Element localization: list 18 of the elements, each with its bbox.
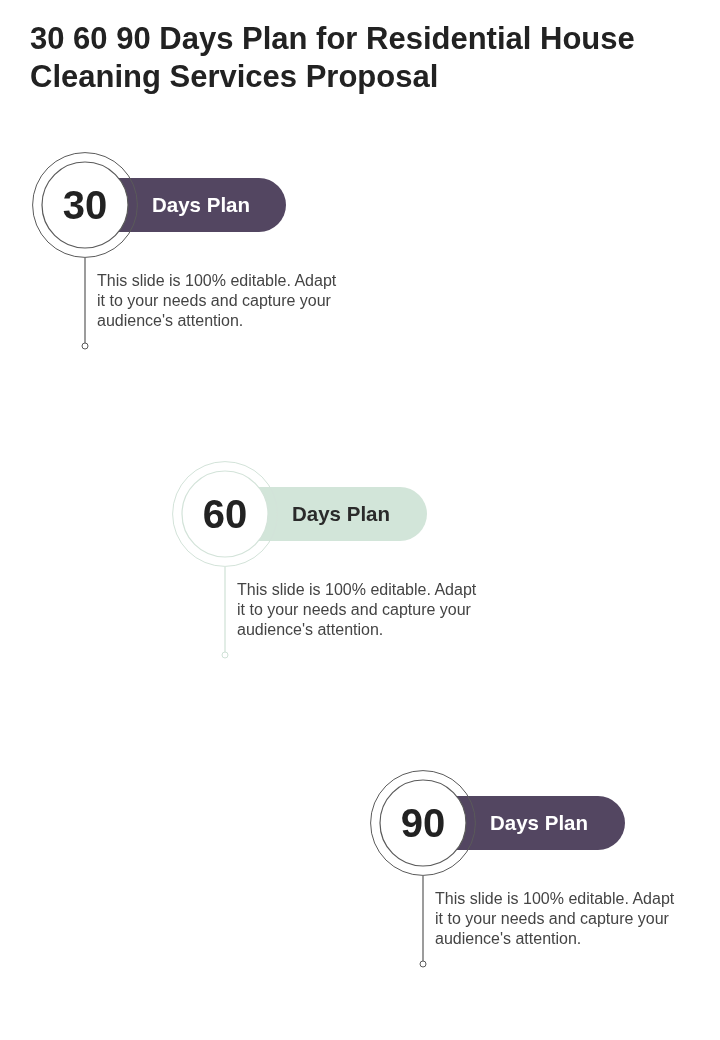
timeline-stem <box>81 257 89 350</box>
timeline-stem <box>419 875 427 968</box>
number-circle <box>370 770 476 876</box>
description-text: This slide is 100% editable. Adapt it to your needs and capture your audience's attention. <box>237 580 478 640</box>
description-text: This slide is 100% editable. Adapt it to your needs and capture your audience's attention. <box>97 271 338 331</box>
plan-pill <box>256 487 427 541</box>
day-number: 30 <box>62 185 108 225</box>
plan-heading: Days Plan <box>292 503 390 525</box>
plan-heading: Days Plan <box>152 194 250 216</box>
plan-pill <box>116 178 286 232</box>
plan-pill <box>454 796 625 850</box>
day-number: 60 <box>202 494 248 534</box>
number-circle <box>32 152 138 258</box>
plan-heading: Days Plan <box>490 812 588 834</box>
description-text: This slide is 100% editable. Adapt it to your needs and capture your audience's attention. <box>435 889 676 949</box>
page-title: 30 60 90 Days Plan for Residential House Cleaning Services Proposal <box>30 20 636 96</box>
day-number: 90 <box>400 803 446 843</box>
timeline-stem <box>221 566 229 659</box>
